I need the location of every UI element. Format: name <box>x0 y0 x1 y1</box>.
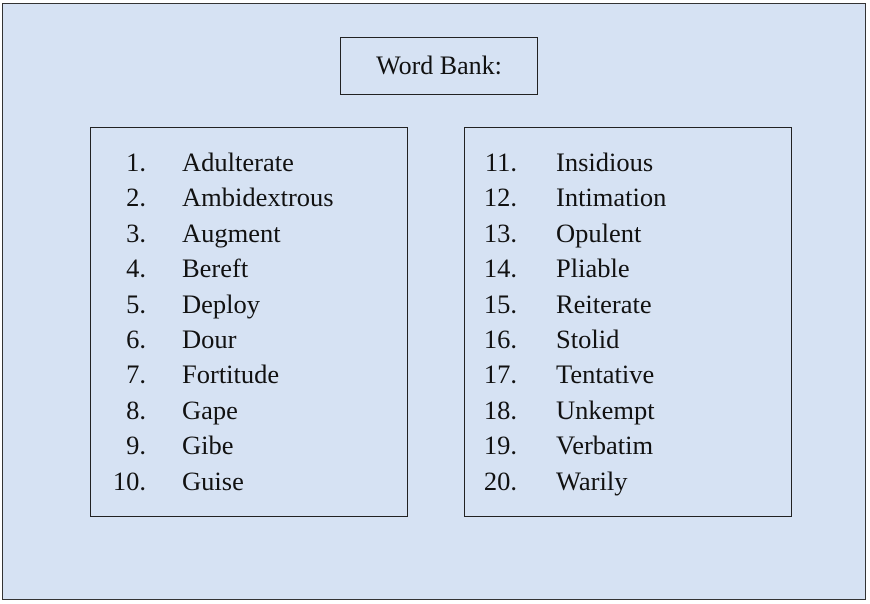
word-number: 1. <box>126 147 146 177</box>
word-text: Adulterate <box>182 147 294 177</box>
word-text: Tentative <box>556 359 655 390</box>
word-number: 20. <box>483 465 517 496</box>
word-list-left-box: 1. Adulterate 2. Ambidextrous 3. Augment 4. Ber… <box>90 127 408 517</box>
word-item: 4. Bereft <box>91 251 407 286</box>
word-text: Ambidextrous <box>182 182 334 213</box>
word-number: 18. <box>483 394 517 425</box>
word-text: Bereft <box>182 253 249 284</box>
word-item: 9. Gibe <box>91 428 407 463</box>
word-item: 13. Opulent <box>465 216 791 251</box>
word-list-right: 11. Insidious 12. Intimation 13. Opulent 14. Pl… <box>465 145 791 499</box>
word-item: 12. Intimation <box>465 180 791 215</box>
word-item: 17. Tentative <box>465 357 791 392</box>
word-item: 19. Verbatim <box>465 428 791 463</box>
word-item: 7. Fortitude <box>91 357 407 392</box>
word-number: 12. <box>483 182 517 213</box>
word-item: 2. Ambidextrous <box>91 180 407 215</box>
word-bank-title: Word Bank: <box>340 37 538 95</box>
word-number: 14. <box>483 253 517 284</box>
word-text: Gibe <box>182 430 234 461</box>
word-text: Reiterate <box>556 288 652 319</box>
word-number: 11. <box>484 147 517 177</box>
word-bank-title-text: Word Bank: <box>376 51 502 80</box>
word-text: Stolid <box>556 323 620 354</box>
word-text: Guise <box>182 465 244 496</box>
word-item: 15. Reiterate <box>465 287 791 322</box>
word-number: 6. <box>126 323 146 354</box>
word-text: Verbatim <box>556 430 654 461</box>
word-number: 16. <box>483 323 517 354</box>
word-item: 8. Gape <box>91 393 407 428</box>
word-list-left: 1. Adulterate 2. Ambidextrous 3. Augment 4. Ber… <box>91 145 407 499</box>
word-item: 20. Warily <box>465 464 791 499</box>
word-item: 6. Dour <box>91 322 407 357</box>
word-number: 17. <box>483 359 517 390</box>
word-number: 2. <box>126 182 146 213</box>
word-number: 9. <box>126 430 146 461</box>
word-item: 1. Adulterate <box>91 145 407 180</box>
word-text: Opulent <box>556 217 642 248</box>
word-number: 8. <box>126 394 146 425</box>
word-item: 16. Stolid <box>465 322 791 357</box>
word-bank-page: Word Bank: 1. Adulterate 2. Ambidextrous 3. A… <box>2 3 866 600</box>
word-text: Gape <box>182 394 238 425</box>
word-item: 3. Augment <box>91 216 407 251</box>
word-text: Deploy <box>182 288 261 319</box>
word-list-right-box: 11. Insidious 12. Intimation 13. Opulent 14. Pl… <box>464 127 792 517</box>
word-text: Augment <box>182 217 281 248</box>
word-item: 10. Guise <box>91 464 407 499</box>
word-item: 5. Deploy <box>91 287 407 322</box>
word-number: 13. <box>483 217 517 248</box>
word-item: 18. Unkempt <box>465 393 791 428</box>
word-item: 11. Insidious <box>465 145 791 180</box>
word-text: Fortitude <box>182 359 280 390</box>
word-text: Dour <box>182 323 237 354</box>
word-number: 19. <box>483 430 517 461</box>
word-item: 14. Pliable <box>465 251 791 286</box>
word-number: 10. <box>112 465 146 496</box>
word-number: 15. <box>483 288 517 319</box>
word-text: Unkempt <box>556 394 655 425</box>
word-number: 7. <box>126 359 146 390</box>
word-text: Pliable <box>556 253 630 284</box>
word-number: 3. <box>126 217 146 248</box>
word-number: 4. <box>126 253 146 284</box>
word-text: Warily <box>556 465 628 496</box>
word-text: Insidious <box>556 147 654 177</box>
word-text: Intimation <box>556 182 667 213</box>
word-number: 5. <box>126 288 146 319</box>
